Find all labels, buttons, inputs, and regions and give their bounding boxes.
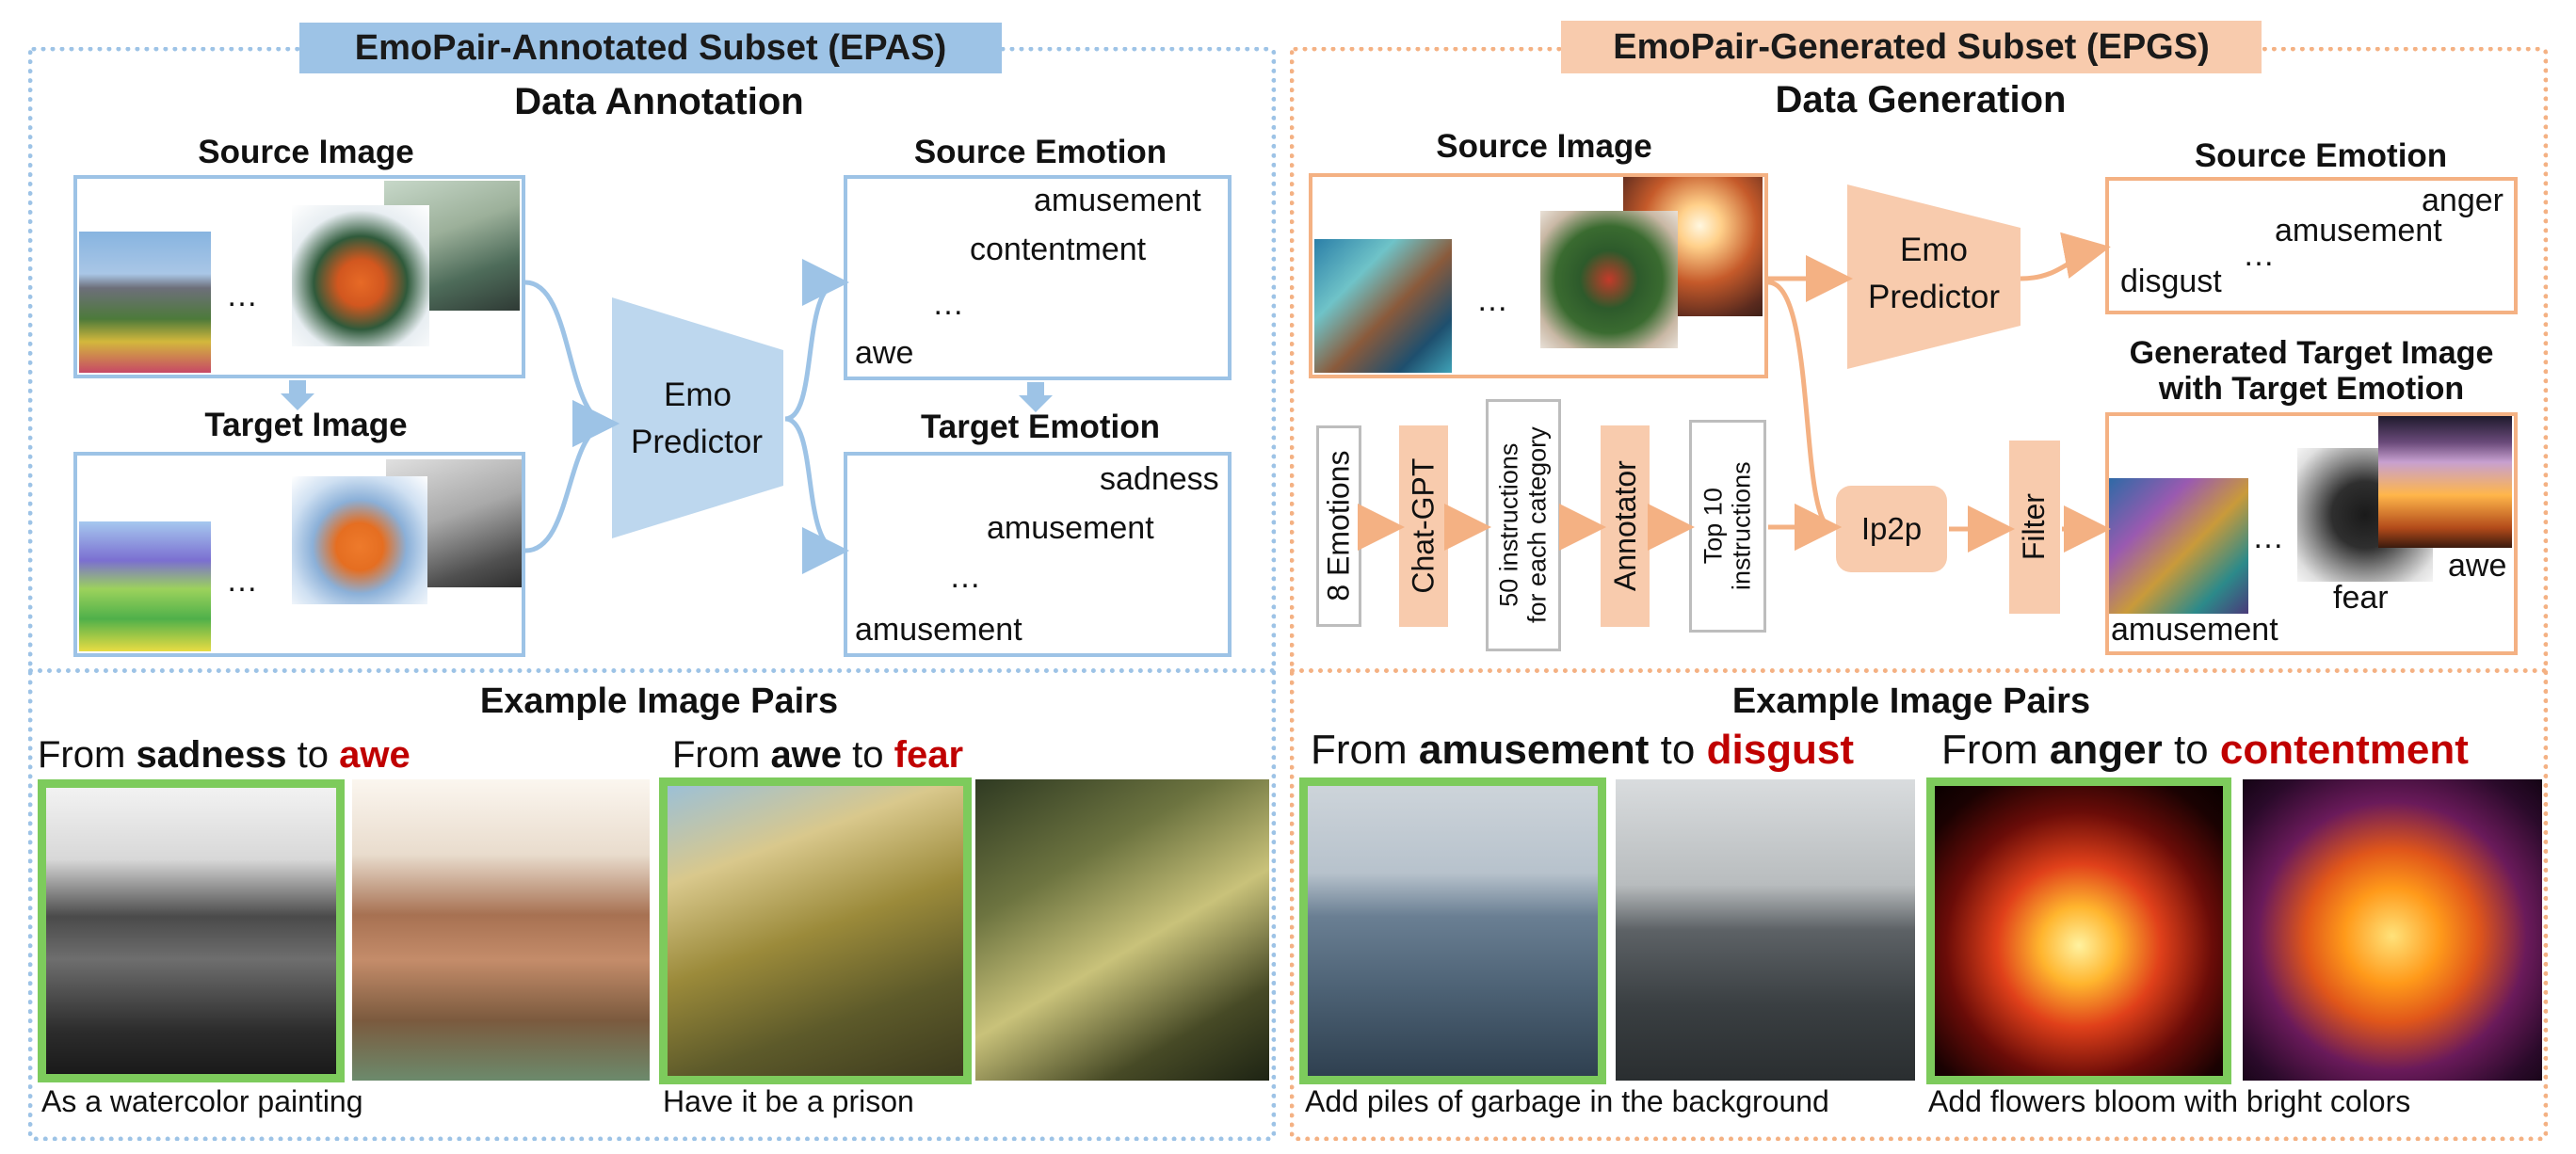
epgs-predictor-label-2: Predictor — [1867, 279, 2001, 315]
epas-source-emotion-label: Source Emotion — [913, 134, 1167, 170]
epgs-generated-emotion-2: fear — [2333, 580, 2389, 616]
epas-target-emotion-box — [844, 452, 1232, 657]
pair-from-text: From — [1941, 727, 2050, 773]
pair-from-text: From — [672, 734, 771, 776]
epgs-source-emotion-2: amusement — [2275, 213, 2442, 248]
epas-predictor-label-2: Predictor — [630, 424, 764, 460]
epas-pair2-caption: Have it be a prison — [663, 1084, 914, 1118]
pair-source-emotion: sadness — [136, 734, 287, 776]
epgs-pair2-caption: Add flowers bloom with bright colors — [1928, 1084, 2411, 1118]
rock-formations-watercolor-image — [352, 779, 650, 1081]
epas-source-image-label: Source Image — [198, 134, 414, 170]
epgs-source-emotion-box — [2105, 177, 2518, 314]
mountain-sunset-image — [2378, 416, 2512, 548]
pipeline-ip2p-label: Ip2p — [1860, 511, 1923, 546]
epas-emo-predictor — [612, 297, 783, 538]
epas-source-emotion-3: awe — [855, 335, 914, 371]
epas-pair1-title: From sadness to awe — [38, 734, 411, 777]
epgs-section-title: Data Generation — [1775, 79, 2067, 120]
fox-snow-image — [292, 205, 429, 346]
epas-source-emotion-box — [844, 175, 1232, 380]
epas-target-emotion-1: sadness — [1100, 461, 1219, 497]
epas-source-emotion-ellipsis: … — [932, 286, 964, 322]
epgs-pairs-title: Example Image Pairs — [1731, 681, 2091, 721]
pair-target-emotion: disgust — [1706, 727, 1855, 773]
pair-to-text: to — [2162, 727, 2220, 773]
epas-banner: EmoPair-Annotated Subset (EPAS) — [299, 23, 1002, 73]
epgs-pair1-caption: Add piles of garbage in the background — [1305, 1084, 1829, 1118]
down-arrow-emotion — [1019, 382, 1053, 412]
prison-interior-image — [975, 779, 1269, 1081]
epas-pairs-title: Example Image Pairs — [479, 681, 839, 721]
cartoon-fox-image — [292, 476, 427, 604]
christmas-tree-image — [1540, 211, 1678, 348]
pipeline-chatgpt: Chat-GPT — [1399, 425, 1448, 627]
abstract-swirl-image — [1314, 239, 1452, 373]
pair-to-text: to — [1649, 727, 1707, 773]
epgs-source-image-label: Source Image — [1436, 128, 1652, 165]
epgs-pair1-title: From amusement to disgust — [1311, 727, 1854, 774]
pair-target-emotion: contentment — [2219, 727, 2469, 773]
mountain-meadow-image — [79, 232, 211, 373]
epgs-banner: EmoPair-Generated Subset (EPGS) — [1561, 21, 2262, 73]
pipeline-filter: Filter — [2009, 441, 2060, 614]
epgs-generated-emotion-3: awe — [2448, 548, 2507, 584]
epgs-generated-label-1: Generated Target Image — [2129, 335, 2494, 371]
pair-to-text: to — [842, 734, 894, 776]
epas-source-emotion-2: contentment — [970, 232, 1147, 267]
epas-target-ellipsis: … — [226, 563, 258, 599]
epgs-source-ellipsis: … — [1476, 282, 1508, 318]
epas-source-emotion-1: amusement — [1034, 183, 1201, 218]
pair-to-text: to — [286, 734, 340, 776]
fantasy-arch-image — [659, 777, 972, 1084]
epas-target-emotion-2: amusement — [987, 510, 1154, 546]
pair-source-emotion: amusement — [1418, 727, 1650, 773]
pair-source-emotion: awe — [770, 734, 843, 776]
epas-pair2-title: From awe to fear — [672, 734, 963, 777]
epas-flow-arrows — [524, 259, 849, 574]
epas-divider — [28, 668, 1276, 673]
epas-pair1-caption: As a watercolor painting — [41, 1084, 363, 1118]
epas-target-image-label: Target Image — [204, 407, 408, 443]
epas-target-emotion-label: Target Emotion — [920, 409, 1161, 445]
cartoon-meadow-image — [79, 521, 211, 651]
orange-flower-image — [2243, 779, 2542, 1081]
epas-source-ellipsis: … — [226, 278, 258, 313]
pair-source-emotion: anger — [2049, 727, 2163, 773]
down-arrow-source — [281, 380, 314, 410]
pair-target-emotion: awe — [339, 734, 411, 776]
epgs-generated-emotion-1: amusement — [2111, 612, 2278, 648]
painted-street-image — [2109, 478, 2248, 614]
epgs-source-emotion-1: anger — [2422, 183, 2504, 218]
pair-target-emotion: fear — [894, 734, 964, 776]
rock-formations-bw-image — [38, 779, 345, 1082]
epgs-predictor-label-1: Emo — [1900, 232, 1968, 268]
pair-from-text: From — [38, 734, 137, 776]
garbage-sea-image — [1616, 779, 1915, 1081]
epgs-generated-label-2: with Target Emotion — [2158, 371, 2465, 407]
epgs-source-emotion-3: disgust — [2120, 264, 2222, 299]
epgs-emo-predictor — [1847, 184, 2021, 369]
epas-target-emotion-3: amusement — [855, 612, 1022, 648]
epas-section-title: Data Annotation — [514, 81, 804, 122]
epgs-source-emotion-ellipsis: … — [2243, 237, 2275, 273]
epgs-divider — [1290, 668, 2548, 673]
epas-predictor-label-1: Emo — [664, 377, 732, 413]
pair-from-text: From — [1311, 727, 1419, 773]
epgs-flow-arrows — [1358, 232, 2111, 553]
pipeline-ip2p: Ip2p — [1836, 486, 1947, 572]
epgs-generated-ellipsis: … — [2252, 520, 2284, 555]
epgs-pair2-title: From anger to contentment — [1941, 727, 2469, 774]
epas-target-emotion-ellipsis: … — [949, 559, 981, 595]
pipeline-annotator: Annotator — [1601, 425, 1650, 627]
burning-building-image — [1926, 777, 2231, 1084]
dolphin-sea-image — [1299, 777, 1606, 1084]
epgs-source-emotion-label: Source Emotion — [2194, 137, 2448, 174]
